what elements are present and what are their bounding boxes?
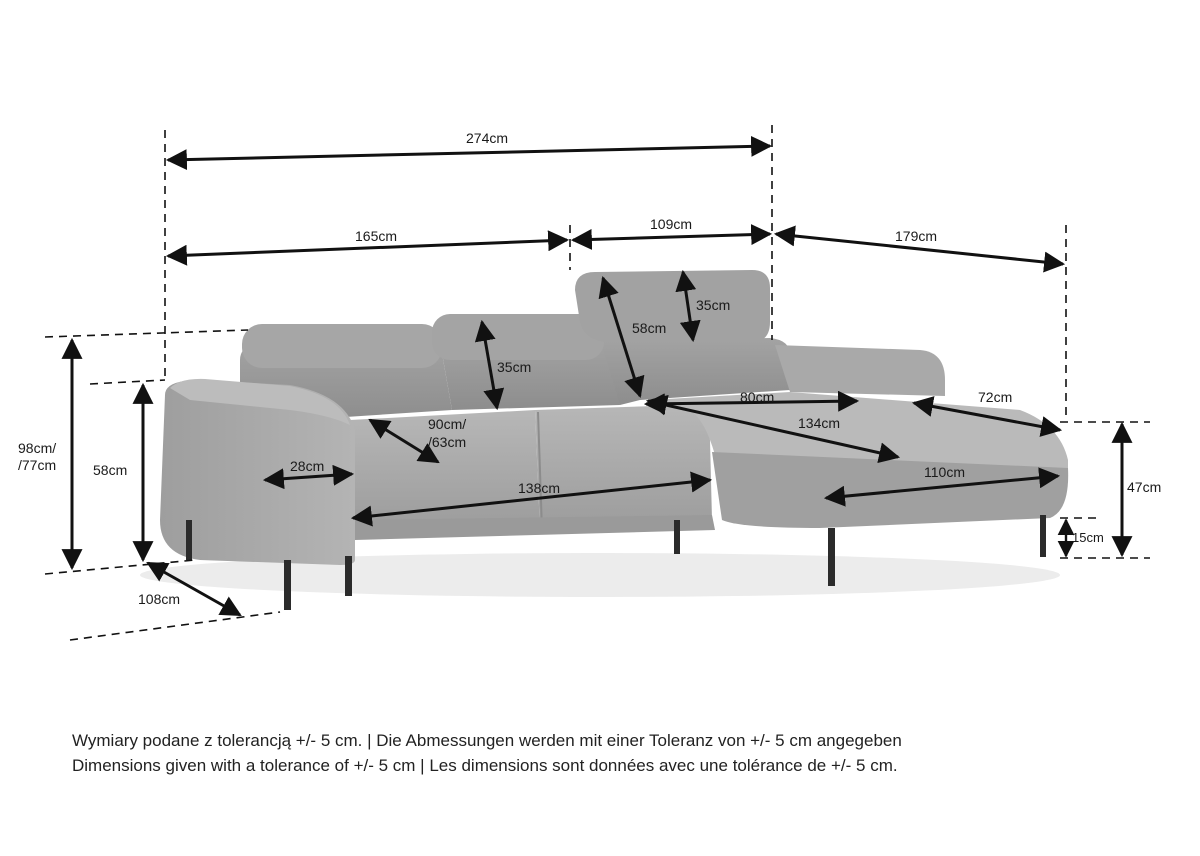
arrow-165 [165,230,570,266]
label-armrest-width: 28cm [290,458,324,474]
dimension-arrows [61,135,1133,617]
label-headrest-height-2: 35cm [696,297,730,313]
armrest-left [160,380,355,565]
seat-cushion-right [535,405,712,530]
label-sofa-width: 165cm [355,228,397,244]
label-total-width: 274cm [466,130,508,146]
label-seat-height: 47cm [1127,479,1161,495]
label-total-height-2: /77cm [18,457,56,473]
leg-chaise-front [828,528,835,586]
label-total-height-1: 98cm/ [18,440,56,456]
back-cushion-corner [600,338,790,405]
label-armrest-height: 58cm [93,462,127,478]
leg-mid [674,520,680,554]
label-corner-width: 109cm [650,216,692,232]
tolerance-notes: Wymiary podane z tolerancją +/- 5 cm. | … [72,728,1172,778]
label-seat-width: 138cm [518,480,560,496]
label-seat-depth-2: /63cm [428,434,466,450]
headrest-left [242,324,442,368]
dimension-labels: 274cm 165cm 109cm 179cm 98cm/ /77cm 58cm… [18,130,1161,607]
arrow-274 [165,135,773,171]
arrow-134 [645,394,901,464]
label-depth: 108cm [138,591,180,607]
leg-chaise-right [1040,515,1046,557]
leg-front-mid [345,556,352,596]
label-leg-height: 15cm [1072,530,1104,545]
arrow-58-back [598,275,645,399]
arrow-138 [350,471,713,527]
label-back-height: 58cm [632,320,666,336]
arrow-35-right [675,269,701,343]
label-seat-depth-1: 90cm/ [428,416,466,432]
chaise-arm-back [775,345,945,396]
label-chaise-length: 179cm [895,228,937,244]
headrest-middle [432,314,604,360]
arrow-28 [262,464,355,490]
arrow-35-mid [474,319,505,411]
arrow-109 [570,224,773,250]
tolerance-note-en-fr: Dimensions given with a tolerance of +/-… [72,756,898,775]
armrest-left-top [170,378,350,425]
sofa-illustration [140,270,1069,610]
label-chaise-depth: 72cm [978,389,1012,405]
label-chaise-front: 110cm [924,464,965,480]
label-headrest-height-1: 35cm [497,359,531,375]
arrow-90 [368,418,440,464]
arrow-110 [823,467,1061,507]
leg-back-left [186,520,192,560]
arrow-179 [773,225,1066,273]
leg-front-left [284,560,291,610]
label-chaise-inner: 80cm [740,389,774,405]
arrow-108 [146,561,242,617]
arrow-72 [911,396,1063,437]
label-chaise-diag: 134cm [798,415,840,431]
tolerance-note-pl-de: Wymiary podane z tolerancją +/- 5 cm. | … [72,731,902,750]
